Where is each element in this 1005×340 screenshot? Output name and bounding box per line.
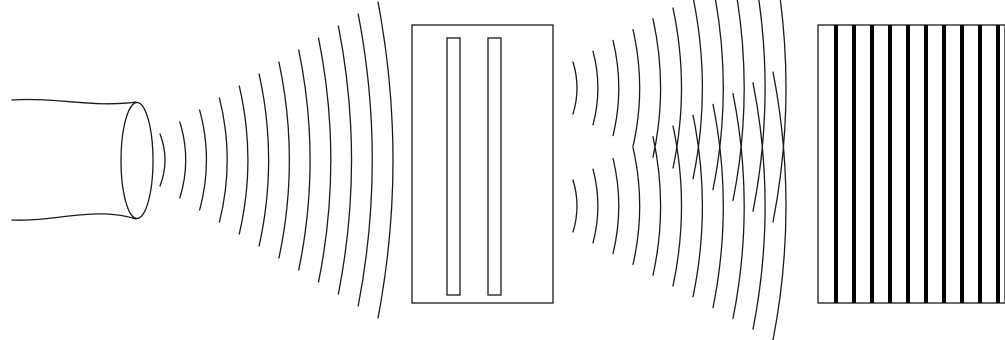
incident-wavefront — [299, 50, 310, 270]
diffracted-wavefront — [593, 169, 598, 243]
interference-fringe — [852, 25, 856, 303]
beam-upper-edge — [12, 99, 136, 103]
incident-wavefront — [259, 74, 269, 246]
light-source — [12, 99, 153, 220]
incident-wavefront — [378, 2, 393, 318]
diffracted-wavefront — [653, 19, 661, 157]
interference-fringe — [888, 25, 892, 303]
interference-fringe — [942, 25, 946, 303]
diffracted-wavefront — [673, 8, 682, 168]
diffracted-wavefront — [673, 126, 682, 286]
slit-right — [488, 38, 501, 295]
incident-wavefront — [319, 38, 331, 282]
incident-wavefront — [200, 110, 207, 210]
incident-wavefront — [279, 62, 289, 258]
interference-screen — [818, 25, 1005, 303]
incident-wavefront — [358, 14, 372, 306]
diffracted-wavefront — [693, 115, 702, 297]
diffracted-wavefront — [593, 51, 598, 125]
incident-wavefront — [160, 134, 165, 186]
interference-fringe — [870, 25, 874, 303]
diffracted-wavefront — [633, 148, 640, 265]
interference-fringe — [924, 25, 928, 303]
double-slit-barrier — [412, 25, 553, 303]
diffracted-wavefront — [653, 137, 661, 275]
interference-fringe — [978, 25, 982, 303]
source-lens-icon — [121, 103, 153, 219]
incident-wavefront — [239, 86, 248, 234]
interference-fringe — [960, 25, 964, 303]
interference-fringe — [996, 25, 1000, 303]
diffracted-wavefront — [773, 72, 786, 340]
incident-wavefronts — [160, 2, 393, 318]
incident-wavefront — [338, 26, 351, 294]
diffracted-wavefronts — [573, 0, 786, 340]
diffracted-wavefront — [613, 40, 619, 135]
diffracted-wavefront — [633, 30, 640, 147]
interference-fringe — [834, 25, 838, 303]
diffracted-wavefront — [693, 0, 702, 179]
screen-frame — [818, 25, 1005, 303]
incident-wavefront — [180, 122, 186, 198]
diffracted-wavefront — [753, 83, 765, 329]
incident-wavefront — [219, 98, 227, 222]
diffracted-wavefront — [753, 0, 765, 211]
diffracted-wavefront — [613, 158, 619, 253]
slit-left — [447, 38, 460, 295]
diffracted-wavefront — [573, 62, 577, 114]
barrier-plate — [412, 25, 553, 303]
interference-fringe — [906, 25, 910, 303]
beam-lower-edge — [12, 214, 136, 220]
diffracted-wavefront — [573, 180, 577, 232]
